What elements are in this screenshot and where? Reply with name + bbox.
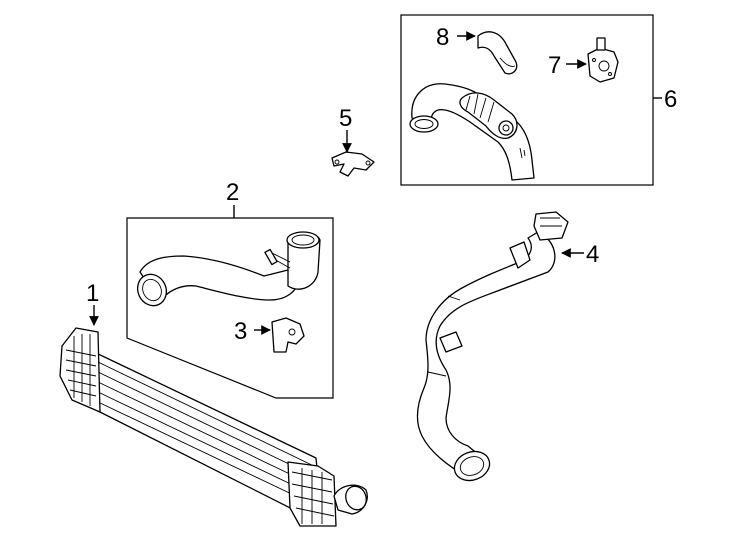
part-1-intercooler[interactable] [59, 327, 370, 527]
callout-2: 2 [226, 179, 239, 206]
callout-8: 8 [436, 24, 449, 51]
group-2-box [126, 217, 334, 399]
callout-1: 1 [86, 280, 99, 307]
part-8-hose[interactable] [477, 31, 518, 75]
callout-4: 4 [586, 241, 599, 268]
part-4-hose[interactable] [416, 211, 569, 485]
part-3-bracket[interactable] [271, 317, 305, 353]
part-7-valve[interactable] [587, 37, 619, 83]
callout-6: 6 [664, 86, 677, 113]
group-6-box [400, 14, 654, 186]
part-2-hose[interactable] [133, 231, 321, 310]
callout-7: 7 [548, 52, 561, 79]
callout-5: 5 [339, 105, 352, 132]
part-6-hose-assembly[interactable] [409, 83, 535, 181]
callout-3: 3 [234, 318, 247, 345]
part-5-bracket[interactable] [331, 151, 375, 177]
